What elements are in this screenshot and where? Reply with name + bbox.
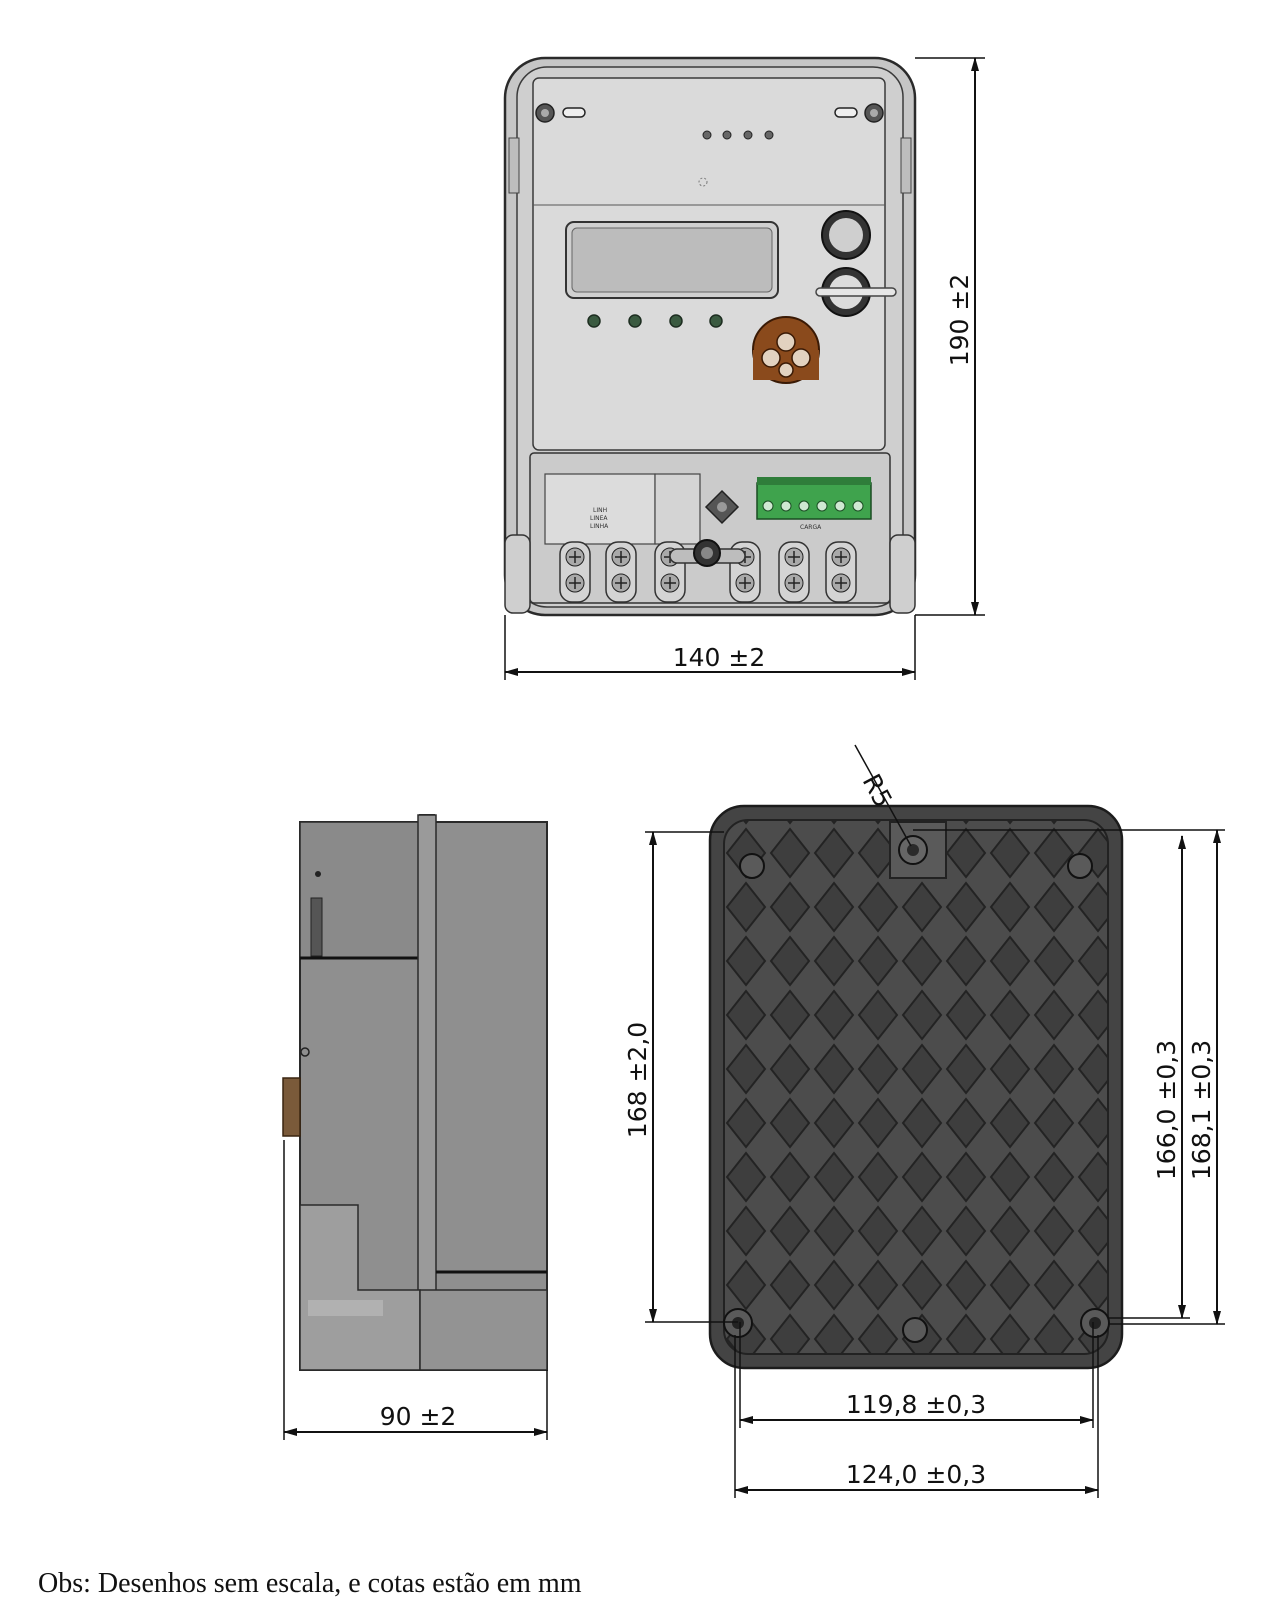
cover-tab (889, 534, 916, 614)
rear-width-dim: 124,0 ±0,3 (846, 1460, 986, 1489)
front-width-dim: 140 ±2 (673, 643, 766, 672)
optical-port-icon (752, 316, 820, 384)
slot-icon (562, 107, 586, 118)
rear-plate-inner (723, 819, 1109, 1355)
terminal-block-box (654, 473, 701, 545)
screw-icon (864, 103, 884, 123)
rear-hole-spacing-dim: 119,8 ±0,3 (846, 1390, 986, 1419)
side-view: 90 ±2 (282, 814, 548, 1440)
mount-hole-icon (1067, 853, 1093, 879)
scale-note: Obs: Desenhos sem escala, e cotas estão … (38, 1568, 582, 1599)
green-connector-block (756, 477, 872, 520)
load-label: CARGA (800, 524, 822, 531)
terminal-screws (559, 539, 857, 603)
mount-tab (889, 821, 947, 879)
terminal-icon (778, 541, 810, 603)
push-button (821, 210, 871, 260)
mount-hole-icon (902, 1317, 928, 1343)
indicator-dots (702, 130, 774, 140)
rear-height-dim-outer: 168,1 ±0,3 (1187, 1040, 1216, 1180)
terminal-label: LINH (593, 507, 607, 514)
front-height-dim: 190 ±2 (945, 274, 974, 367)
terminal-label: LINEA (590, 515, 608, 522)
right-rail (900, 137, 912, 194)
connector-icon (704, 489, 740, 525)
lcd-display (571, 227, 773, 293)
terminal-block-box (544, 473, 656, 545)
seal-knob (815, 267, 897, 317)
left-rail (508, 137, 520, 194)
screw-icon (535, 103, 555, 123)
led-indicators (587, 314, 723, 328)
cover-tab (504, 534, 531, 614)
side-cover-strip (417, 814, 437, 1371)
optical-port-side-icon (282, 1077, 301, 1137)
side-depth-dim: 90 ±2 (380, 1402, 457, 1431)
mount-hole-icon (739, 853, 765, 879)
terminal-icon (559, 541, 591, 603)
side-highlight (308, 1300, 383, 1316)
rear-height-dim-left: 168 ±2,0 (623, 1022, 652, 1138)
side-hole (300, 1047, 310, 1057)
radius-leader (854, 744, 912, 847)
side-slot (310, 897, 323, 957)
rear-view: R5 168 ±2,0 166,0 ±0,3 168,1 ±0,3 119,8 … (623, 744, 1225, 1498)
mount-hole-icon (1080, 1308, 1110, 1338)
mount-hole-icon (723, 1308, 753, 1338)
side-hole (315, 871, 321, 877)
terminal-icon (825, 541, 857, 603)
sensor-dot (698, 177, 708, 187)
slot-icon (834, 107, 858, 118)
terminal-icon (605, 541, 637, 603)
front-view: LINH LINEA LINHA CARGA (503, 56, 985, 680)
rear-height-dim-inner: 166,0 ±0,3 (1152, 1040, 1181, 1180)
side-terminal-cover (419, 1289, 548, 1371)
terminal-label: LINHA (590, 523, 609, 530)
